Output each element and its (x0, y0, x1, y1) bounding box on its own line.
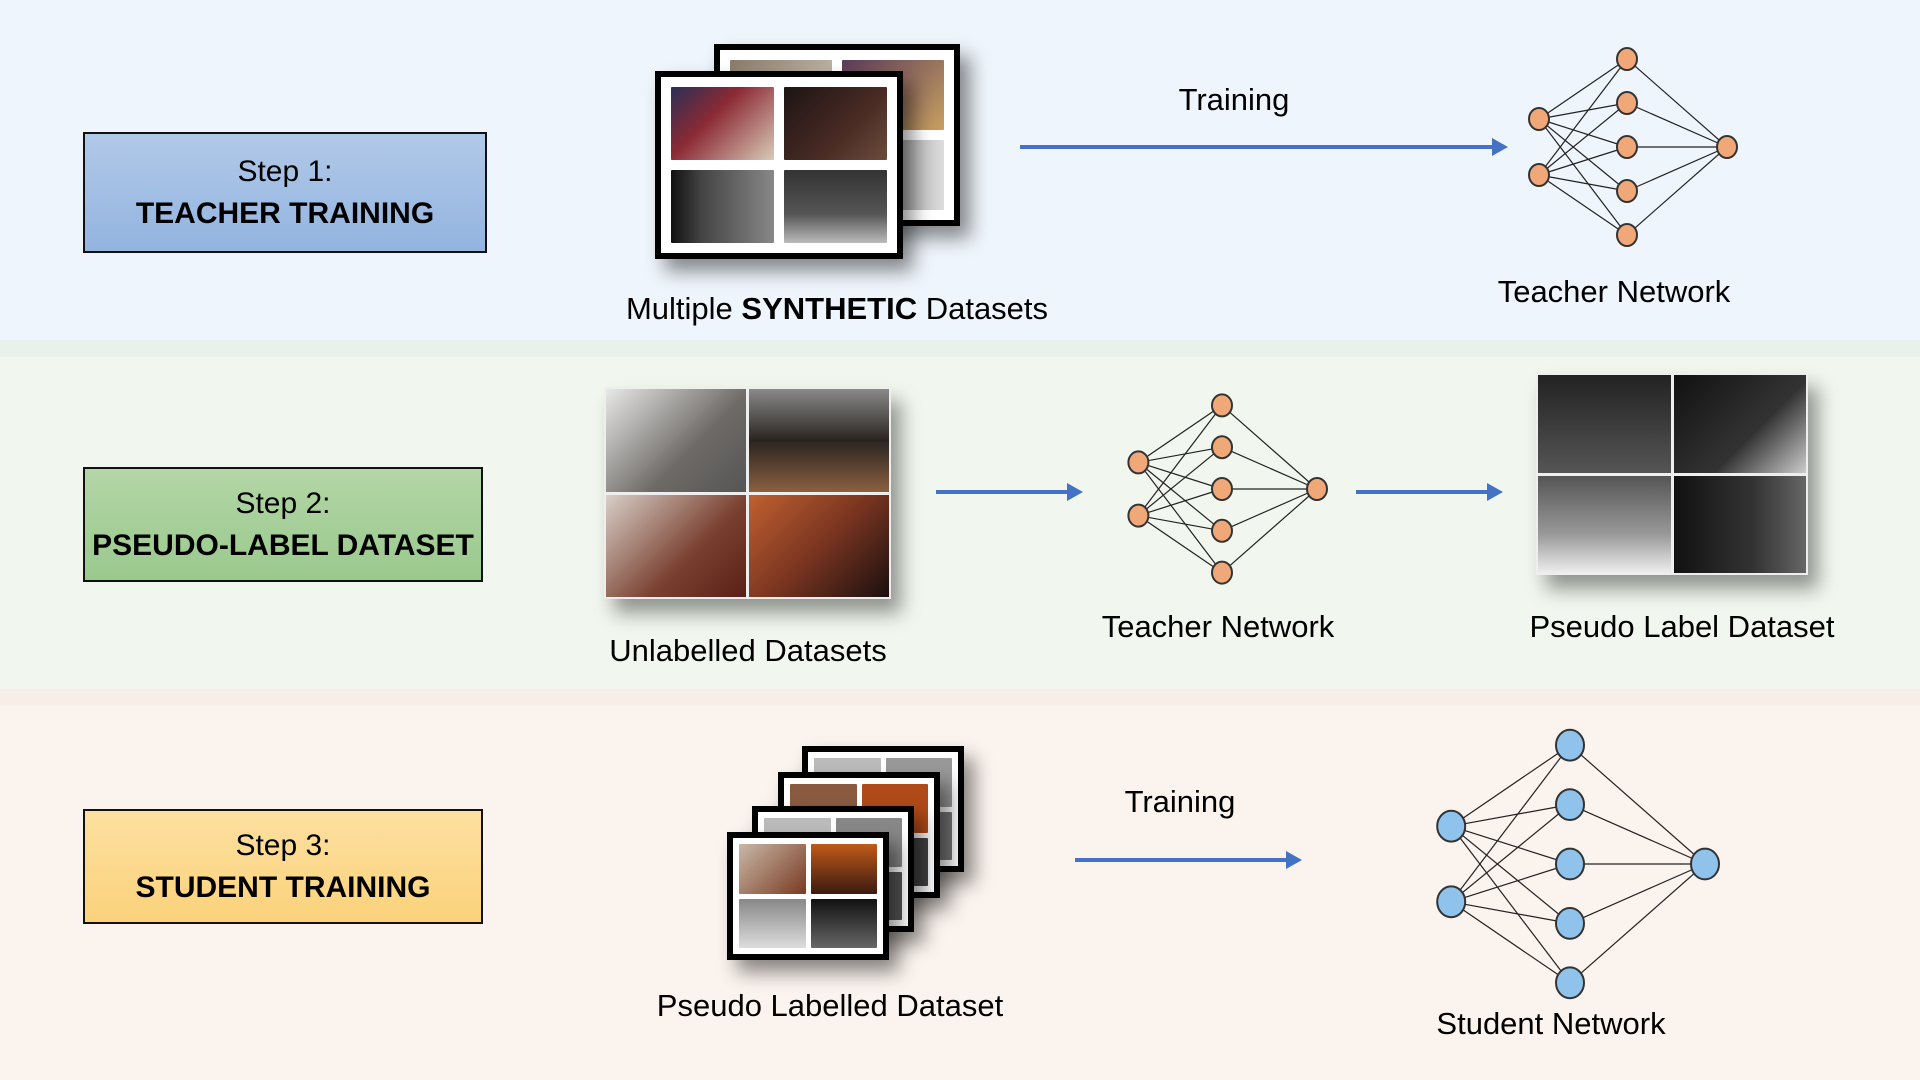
neuron-node (1436, 809, 1467, 843)
step1-box: Step 1: TEACHER TRAINING (83, 132, 487, 253)
neuron-node (1528, 163, 1550, 187)
neuron-node (1211, 435, 1233, 460)
connection (1138, 515, 1223, 574)
step3-title: STUDENT TRAINING (135, 870, 431, 904)
pseudo-label-depth-image (1536, 373, 1808, 575)
step1-number: Step 1: (237, 154, 333, 188)
connection (1138, 488, 1223, 517)
unlabelled-datasets-label: Unlabelled Datasets (609, 633, 887, 668)
neuron-node (1555, 728, 1585, 762)
connection (1138, 515, 1223, 532)
connection (1451, 901, 1571, 924)
step2-box: Step 2: PSEUDO-LABEL DATASET (83, 467, 483, 582)
teacher-network-1 (1528, 47, 1738, 247)
connection (1626, 58, 1728, 148)
connection (1138, 461, 1223, 490)
connection (1538, 102, 1628, 176)
neuron-node (1211, 393, 1233, 418)
connection (1221, 404, 1318, 490)
connection (1538, 118, 1628, 192)
connection (1138, 461, 1223, 532)
unlabelled-datasets-image (604, 387, 891, 599)
neuron-node (1616, 47, 1638, 71)
connection (1538, 174, 1628, 236)
connection (1569, 744, 1706, 865)
neuron-node (1555, 847, 1585, 881)
connection (1138, 446, 1223, 463)
connection (1450, 744, 1571, 903)
connection (1538, 58, 1628, 120)
teacher-network-label-1: Teacher Network (1497, 274, 1731, 309)
connection (1138, 446, 1223, 517)
neuron-node (1690, 847, 1720, 881)
connection (1138, 404, 1223, 463)
neuron-node (1211, 560, 1233, 585)
band-divider (0, 340, 1920, 357)
neuron-node (1306, 477, 1328, 501)
connection (1569, 863, 1706, 984)
teacher-network-2 (1127, 393, 1328, 585)
step3-box: Step 3: STUDENT TRAINING (83, 809, 483, 924)
neuron-node (1555, 788, 1585, 821)
training-arrow-1-head (1492, 138, 1508, 156)
synthetic-datasets-label: Multiple SYNTHETIC Datasets (625, 291, 1049, 326)
neuron-node (1616, 135, 1638, 159)
connection (1538, 118, 1628, 148)
neuron-node (1616, 91, 1638, 115)
connection (1450, 825, 1571, 984)
arrow-to-pseudo-label-head (1487, 483, 1503, 501)
step3-number: Step 3: (235, 828, 331, 862)
connection (1626, 146, 1728, 236)
neuron-node (1555, 907, 1585, 940)
band-divider (0, 689, 1920, 706)
pseudo-labelled-card-1 (727, 832, 889, 960)
step1-title: TEACHER TRAINING (135, 196, 435, 230)
training-label-3: Training (1124, 784, 1236, 819)
connection (1538, 58, 1628, 176)
student-network-label: Student Network (1436, 1006, 1666, 1041)
connection (1451, 825, 1571, 865)
connection (1626, 146, 1728, 192)
teacher-network-label-2: Teacher Network (1101, 609, 1335, 644)
connection (1137, 405, 1223, 516)
connection (1538, 118, 1628, 236)
arrow-to-teacher-head (1067, 483, 1083, 501)
neuron-node (1211, 477, 1233, 501)
connection (1450, 825, 1571, 924)
student-network (1436, 728, 1720, 1000)
connection (1450, 744, 1571, 827)
synthetic-dataset-front-card (655, 71, 903, 259)
neuron-node (1616, 223, 1638, 247)
connection (1221, 488, 1318, 574)
neuron-node (1716, 135, 1738, 159)
connection (1538, 102, 1628, 120)
connection (1221, 446, 1318, 490)
connection (1569, 863, 1706, 924)
connection (1626, 102, 1728, 148)
step2-title: PSEUDO-LABEL DATASET (92, 528, 474, 562)
connection (1221, 488, 1318, 532)
training-arrow-3-head (1286, 851, 1302, 869)
connection (1451, 804, 1571, 827)
neuron-node (1528, 107, 1550, 131)
connection (1451, 863, 1571, 903)
connection (1450, 901, 1571, 984)
pseudo-labelled-dataset-label: Pseudo Labelled Dataset (656, 988, 1004, 1023)
connection (1569, 804, 1706, 865)
connection (1538, 146, 1628, 176)
neuron-node (1436, 885, 1467, 919)
pseudo-label-dataset-label: Pseudo Label Dataset (1529, 609, 1835, 644)
neuron-node (1127, 450, 1150, 475)
neuron-node (1616, 179, 1638, 203)
connection (1137, 462, 1223, 573)
connection (1450, 804, 1571, 903)
connection (1538, 174, 1628, 192)
neuron-node (1211, 518, 1233, 543)
step2-number: Step 2: (235, 486, 331, 520)
neuron-node (1127, 503, 1150, 528)
training-label-1: Training (1178, 82, 1290, 117)
neuron-node (1555, 966, 1585, 1000)
